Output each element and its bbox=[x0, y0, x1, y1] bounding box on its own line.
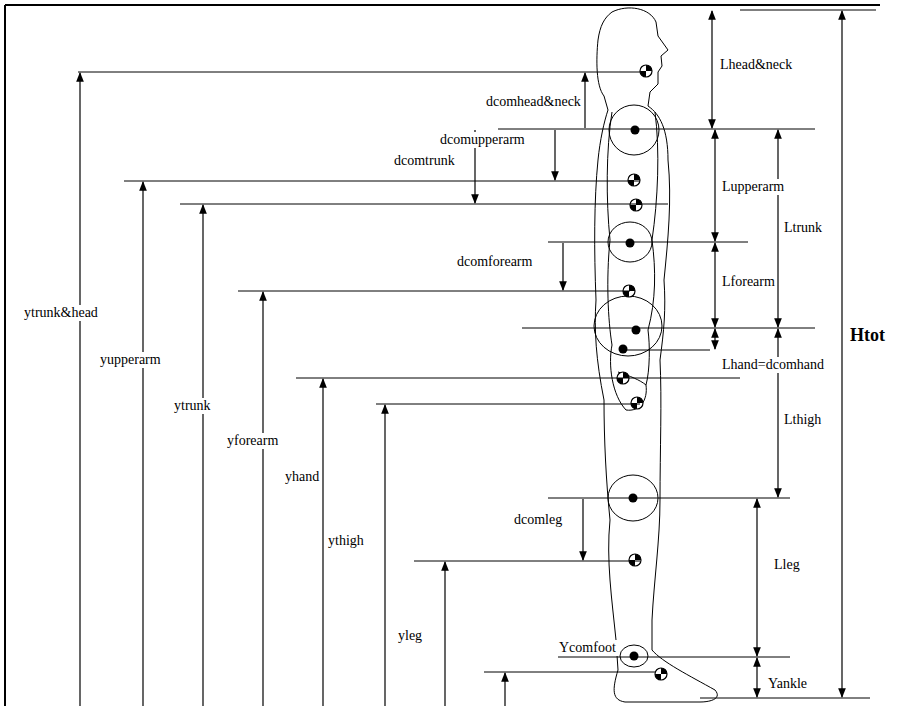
frame bbox=[5, 5, 880, 706]
reference-line bbox=[78, 10, 876, 698]
dimension-label: yupperarm bbox=[98, 352, 163, 368]
dimension-label: dcomupperarm bbox=[438, 132, 527, 148]
dimension-label: Htot bbox=[848, 325, 887, 345]
dimension-label: Lleg bbox=[772, 557, 802, 573]
body-outline bbox=[594, 8, 717, 702]
com-marker bbox=[617, 65, 667, 680]
dimension-label: Lthigh bbox=[782, 412, 823, 428]
dimension-label: ythigh bbox=[326, 533, 366, 549]
dimension-label: ytrunk bbox=[172, 398, 213, 414]
dimension-label: yhand bbox=[283, 469, 321, 485]
dimension-label: Lupperarm bbox=[720, 179, 786, 195]
dimension-arrow bbox=[80, 11, 842, 706]
dimension-label: dcomforearm bbox=[455, 254, 534, 270]
dimension-label: Ltrunk bbox=[782, 220, 824, 236]
dimension-label: dcomleg bbox=[512, 512, 564, 528]
dimension-label: dcomtrunk bbox=[392, 153, 457, 169]
dimension-label: Lhand=dcomhand bbox=[720, 357, 826, 373]
dimension-label: Yankle bbox=[766, 676, 809, 692]
dimension-label: Lhead&neck bbox=[718, 57, 794, 73]
dimension-label: Ycomfoot bbox=[557, 640, 618, 656]
dimension-label: dcomhead&neck bbox=[484, 94, 583, 110]
dimension-label: ytrunk&head bbox=[22, 305, 100, 321]
dimension-label: yleg bbox=[396, 628, 424, 644]
dimension-label: Lforearm bbox=[720, 274, 777, 290]
dimension-label: yforearm bbox=[225, 433, 280, 449]
